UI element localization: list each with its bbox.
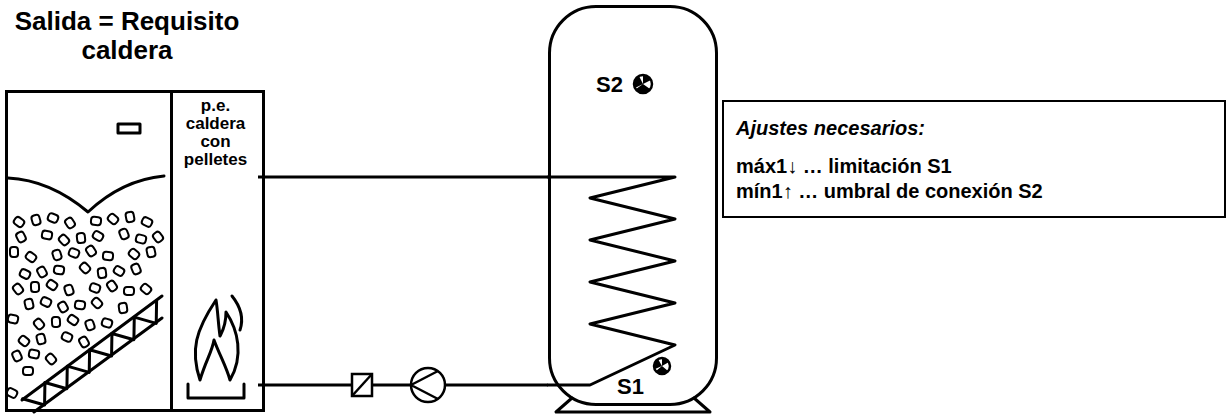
boiler-heading: Salida = Requisito caldera — [3, 7, 251, 64]
pellet — [101, 318, 113, 329]
burner-tray — [188, 384, 244, 398]
pellet — [91, 217, 102, 226]
pellet — [52, 249, 63, 261]
pellet — [45, 353, 58, 366]
pellet — [118, 228, 129, 240]
door-slot — [118, 124, 140, 133]
pipe-line — [258, 176, 548, 179]
pellet — [25, 251, 38, 263]
settings-line: mín1↑ … umbral de conexión S2 — [736, 179, 1212, 204]
pellet — [106, 280, 118, 293]
pellet — [33, 318, 46, 331]
sensor-label: S1 — [617, 374, 644, 399]
pellet — [46, 279, 59, 291]
pellet — [24, 298, 34, 310]
pellet — [36, 333, 46, 345]
pellet — [125, 211, 135, 222]
settings-heading: Ajustes necesarios: — [736, 116, 1212, 140]
pellet — [89, 283, 101, 294]
settings-box: Ajustes necesarios: máx1↓ … limitación S1… — [722, 100, 1226, 218]
heat-exchanger-coil — [548, 177, 675, 385]
pellet — [107, 213, 120, 226]
pellet — [92, 230, 105, 242]
pellet — [58, 234, 71, 247]
auger-spiral — [23, 301, 157, 405]
check-valve — [352, 374, 372, 396]
pellet-pile — [8, 176, 164, 212]
pellet — [19, 268, 31, 279]
pellet — [10, 247, 18, 257]
pellet — [13, 216, 26, 228]
pellet — [91, 297, 104, 310]
sensor-symbol — [654, 358, 669, 374]
pellet — [67, 314, 80, 326]
pellet — [31, 214, 41, 226]
pellet — [152, 231, 164, 244]
pellet — [85, 245, 97, 258]
pump-symbol — [411, 371, 438, 399]
pellet — [36, 266, 48, 279]
pellet — [57, 301, 69, 314]
pellet — [97, 268, 106, 279]
pellet — [130, 263, 141, 275]
pellet — [103, 252, 114, 261]
pellet — [53, 265, 64, 274]
pellet — [15, 231, 27, 244]
pellet — [135, 234, 147, 244]
pellet — [64, 284, 75, 296]
pipe-line — [258, 384, 548, 387]
pellet — [23, 367, 33, 375]
pellet — [11, 350, 22, 362]
settings-line: máx1↓ … limitación S1 — [736, 154, 1212, 179]
pellet — [146, 246, 156, 257]
boiler-label: p.e. caldera con pelletes — [175, 97, 256, 168]
auger-tube — [34, 318, 162, 412]
pellet — [141, 216, 153, 228]
storage-tank: S2S1 — [548, 5, 718, 406]
flame — [232, 296, 242, 330]
pellet — [40, 296, 52, 307]
pellet — [7, 314, 19, 324]
pellet — [52, 317, 61, 327]
pellet — [78, 336, 90, 349]
pellet — [47, 212, 59, 223]
pellet — [140, 283, 153, 296]
pellet — [18, 335, 31, 348]
flame — [195, 300, 238, 380]
pellet — [85, 319, 96, 331]
pellet — [41, 230, 52, 240]
pellet — [118, 302, 127, 313]
pellet — [128, 248, 141, 261]
sensor-symbol — [654, 358, 670, 374]
check-valve — [352, 374, 372, 396]
pellet — [68, 248, 80, 259]
pellet — [79, 262, 92, 275]
sensor-symbol — [634, 75, 651, 92]
auger-tube — [22, 296, 162, 400]
pellets — [6, 211, 165, 399]
pellet — [124, 287, 134, 296]
sensor-label: S2 — [596, 72, 623, 97]
pellet — [31, 282, 39, 292]
pellet — [64, 217, 76, 230]
sensor-symbol — [634, 75, 652, 93]
pump-symbol — [411, 368, 445, 402]
pellet — [61, 331, 73, 342]
pellet — [113, 265, 126, 277]
boiler-box: p.e. caldera con pelletesSalida = Requis… — [5, 90, 265, 412]
pellet — [76, 233, 85, 244]
boiler-compartment: p.e. caldera con pelletes — [170, 93, 258, 409]
pellet — [12, 283, 25, 296]
pellet — [28, 349, 39, 359]
pellet — [74, 300, 85, 309]
